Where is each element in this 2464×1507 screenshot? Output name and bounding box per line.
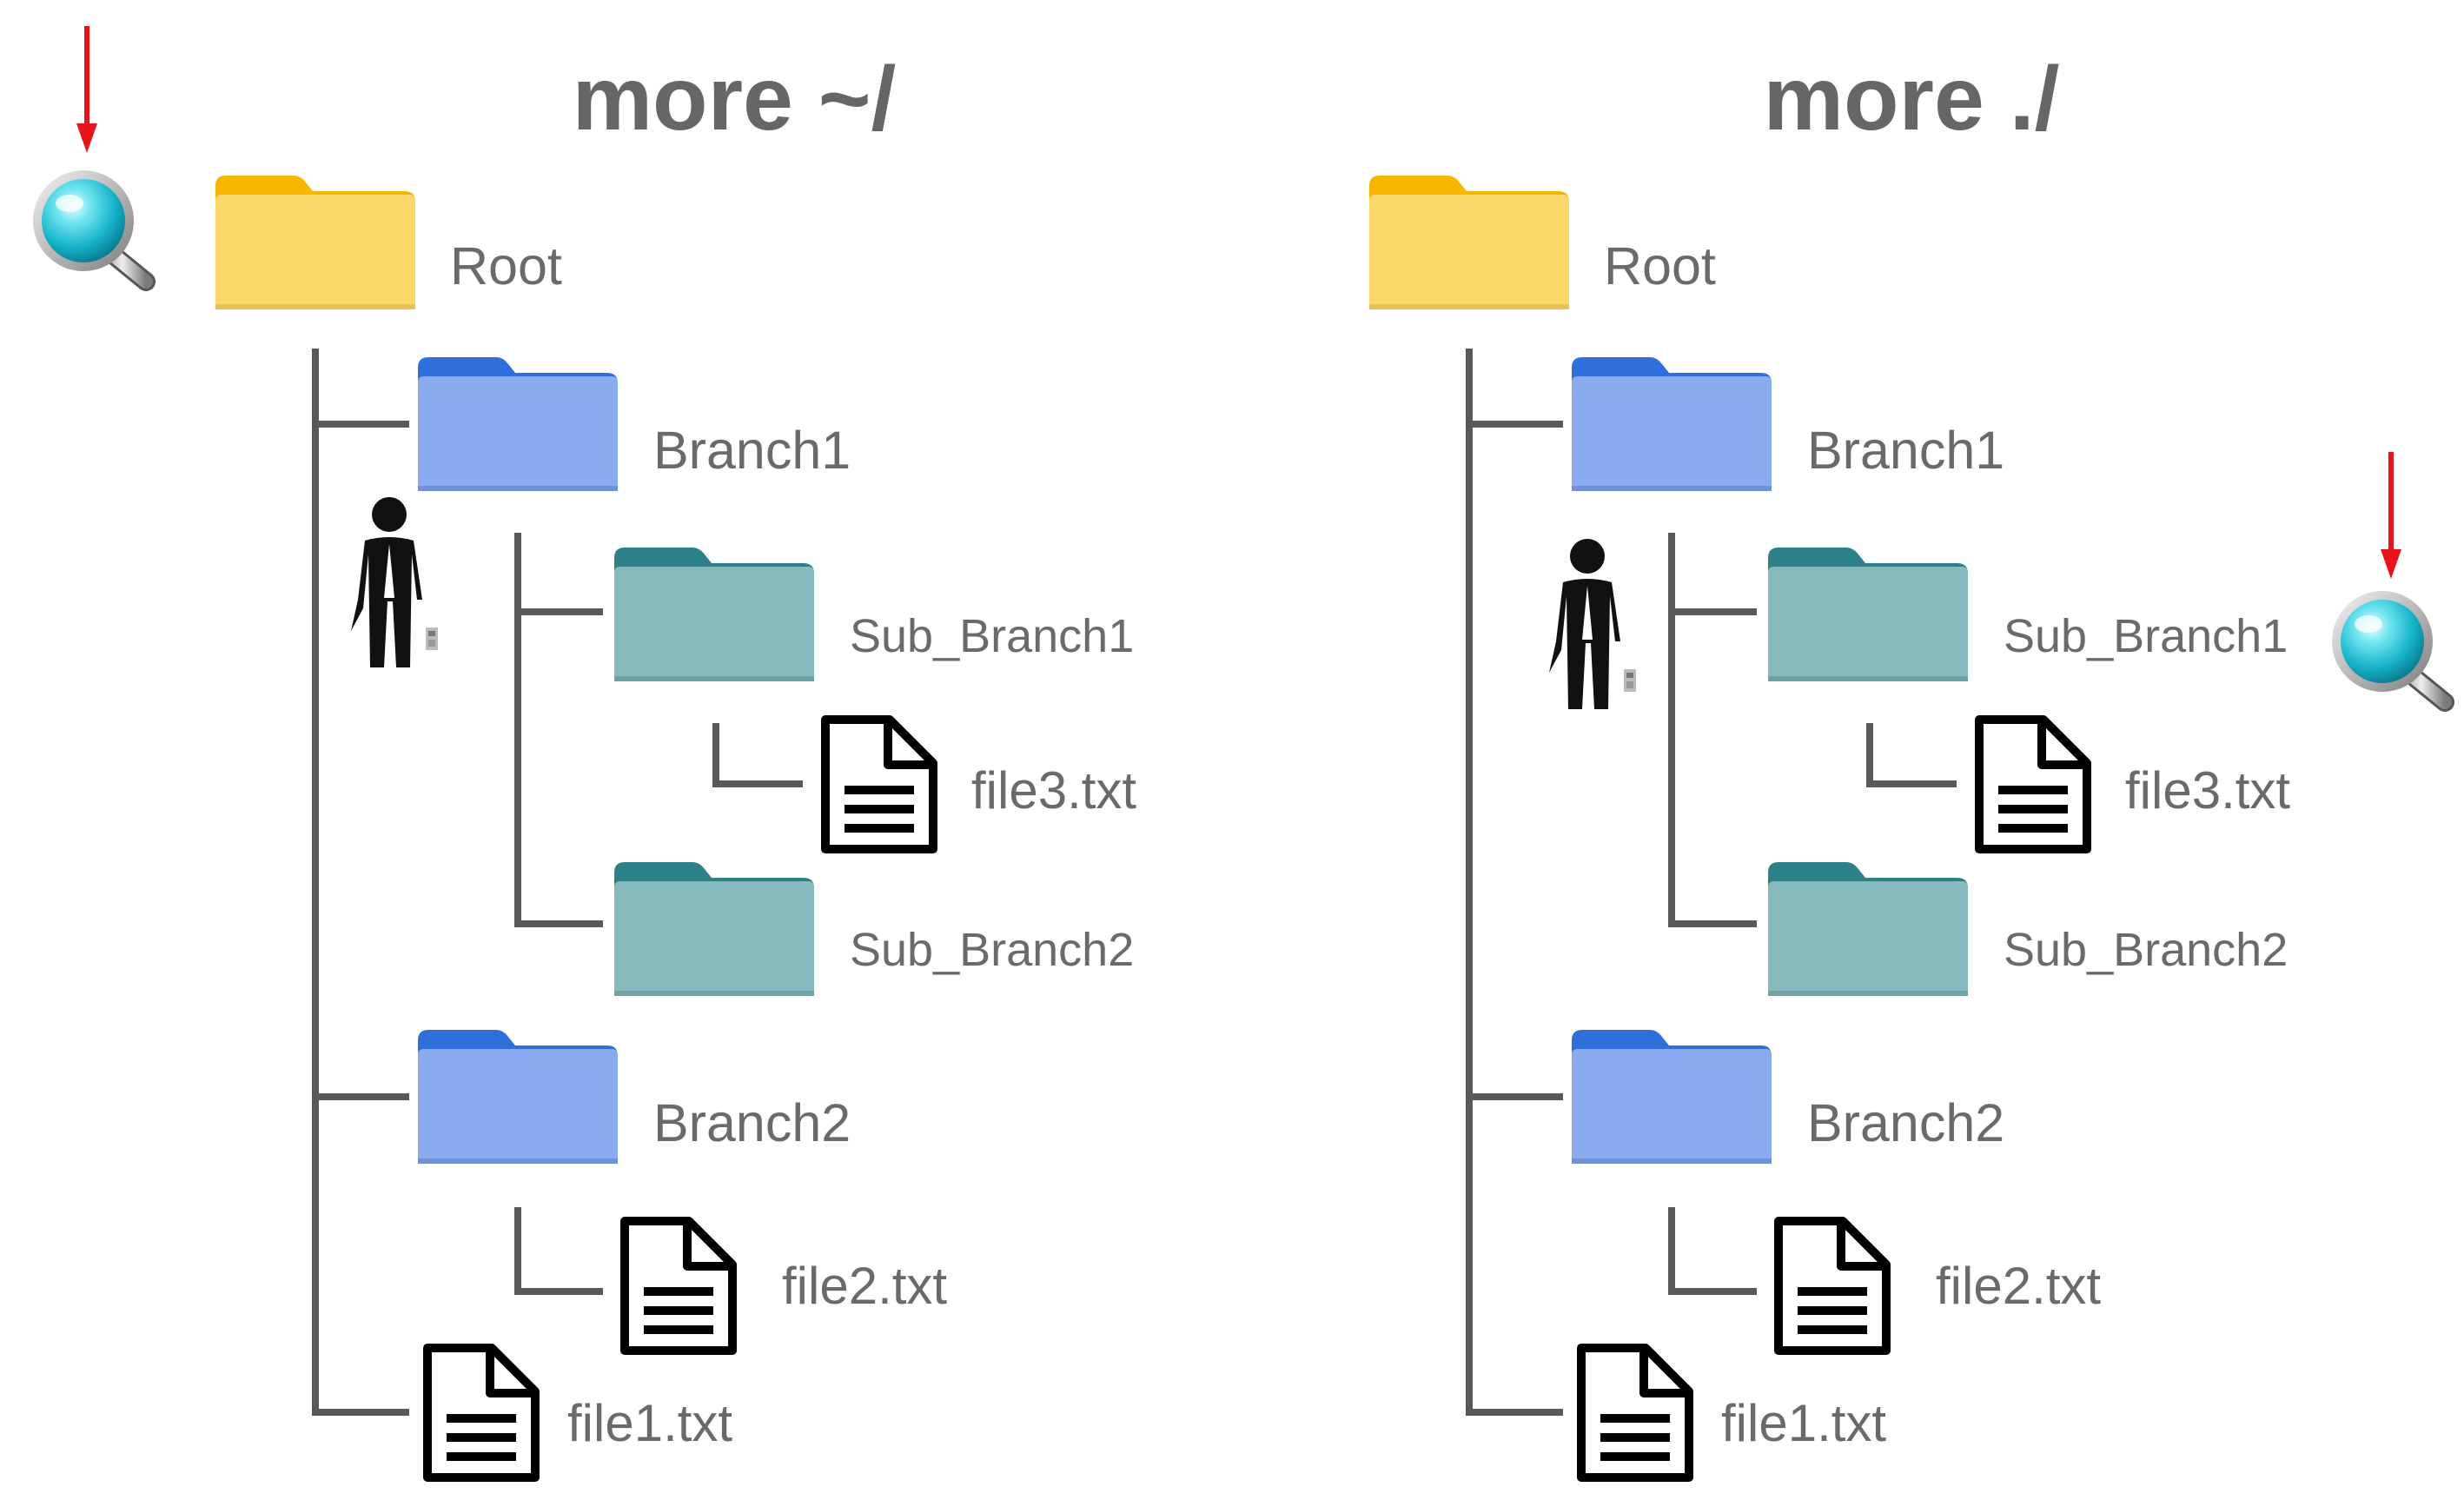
file3-document-icon: [821, 715, 937, 853]
branch1-folder-icon: [1572, 357, 1772, 491]
sub-branch2-label: Sub_Branch2: [2004, 924, 2288, 976]
branch1-label: Branch1: [653, 421, 851, 480]
person-icon: [351, 497, 438, 667]
file1-document-icon: [423, 1344, 540, 1482]
branch2-folder-icon: [1572, 1030, 1772, 1164]
root-folder-icon: [1369, 176, 1569, 309]
file3-label: file3.txt: [971, 761, 1137, 820]
tree-connectors: [1466, 349, 1957, 1416]
sub-branch2-label: Sub_Branch2: [850, 924, 1135, 976]
branch2-folder-icon: [418, 1030, 618, 1164]
file1-label: file1.txt: [567, 1394, 733, 1452]
root-folder-icon: [215, 176, 415, 309]
arrow-down-icon: [2381, 452, 2401, 579]
magnifier-icon: [2332, 591, 2454, 712]
sub-branch2-folder-icon: [1768, 862, 1968, 996]
file1-document-icon: [1577, 1344, 1693, 1482]
file2-document-icon: [620, 1217, 737, 1355]
root-label: Root: [1604, 236, 1716, 295]
panel-title: more ./: [1763, 49, 2060, 149]
sub-branch2-folder-icon: [614, 862, 814, 996]
branch1-folder-icon: [418, 357, 618, 491]
sub-branch1-folder-icon: [1768, 548, 1968, 681]
file3-document-icon: [1975, 715, 2091, 853]
file3-label: file3.txt: [2125, 761, 2291, 820]
file2-label: file2.txt: [1936, 1257, 2102, 1315]
person-icon: [1549, 539, 1636, 709]
sub-branch1-label: Sub_Branch1: [850, 610, 1135, 662]
sub-branch1-label: Sub_Branch1: [2004, 610, 2288, 662]
file2-document-icon: [1774, 1217, 1891, 1355]
branch2-label: Branch2: [1807, 1093, 2005, 1152]
arrow-down-icon: [76, 26, 97, 153]
root-label: Root: [450, 236, 562, 295]
file1-label: file1.txt: [1721, 1394, 1887, 1452]
branch2-label: Branch2: [653, 1093, 851, 1152]
panel-title: more ~/: [572, 49, 897, 149]
panel-more-current: more ./ Root Branch1: [1161, 0, 2401, 1507]
tree-connectors: [312, 349, 803, 1416]
file2-label: file2.txt: [782, 1257, 948, 1315]
magnifier-icon: [33, 170, 156, 291]
branch1-label: Branch1: [1807, 421, 2005, 480]
sub-branch1-folder-icon: [614, 548, 814, 681]
panel-more-home: more ~/ Root Branch1: [33, 26, 1137, 1482]
